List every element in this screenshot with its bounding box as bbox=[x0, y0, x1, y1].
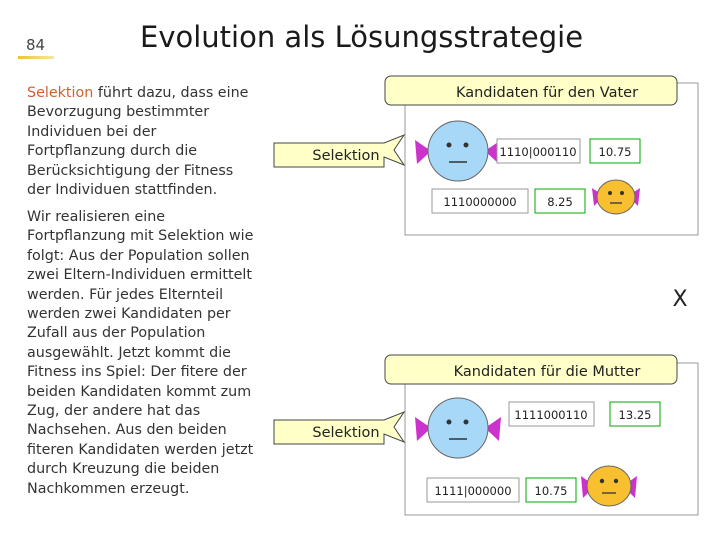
father-candidate1-fitness-box bbox=[589, 138, 641, 164]
mother-candidate2-fitness-box bbox=[525, 477, 577, 503]
mother-candidate2-genome-box bbox=[426, 477, 520, 503]
father-header: Kandidaten für den Vater bbox=[456, 85, 638, 101]
father-candidate2-face-icon bbox=[592, 179, 640, 215]
mother-candidate1-face-icon bbox=[415, 397, 501, 459]
intro-text: führt dazu, dass eine Bevorzugung bestim… bbox=[27, 85, 249, 199]
page-number-underline bbox=[18, 56, 54, 59]
mother-candidate2-fitness: 10.75 bbox=[535, 484, 568, 498]
mother-header-callout bbox=[384, 354, 678, 385]
page-title: Evolution als Lösungsstrategie bbox=[140, 20, 584, 54]
cross-symbol: X bbox=[672, 287, 687, 312]
mother-candidate1-fitness: 13.25 bbox=[619, 408, 652, 422]
father-candidate2-genome: 1110000000 bbox=[443, 195, 516, 209]
mother-selection-callout bbox=[273, 410, 406, 445]
father-candidate1-genome: 1110|000110 bbox=[499, 145, 576, 159]
mother-candidate1-genome: 1111000110 bbox=[514, 408, 587, 422]
mother-header: Kandidaten für die Mutter bbox=[454, 364, 641, 380]
mother-selection-label: Selektion bbox=[312, 425, 379, 441]
mother-candidate1-fitness-box bbox=[609, 401, 661, 427]
father-candidate2-fitness: 8.25 bbox=[547, 195, 573, 209]
father-selection-callout bbox=[273, 133, 406, 168]
page-number: 84 bbox=[26, 36, 46, 54]
mother-candidate2-genome: 1111|000000 bbox=[434, 484, 511, 498]
father-candidate1-genome-box bbox=[496, 138, 581, 164]
father-candidate2-fitness-box bbox=[534, 188, 586, 214]
mother-candidate2-face-icon bbox=[581, 465, 637, 507]
body-paragraph: Wir realisieren eine Fortpflanzung mit S… bbox=[27, 209, 254, 497]
father-header-callout bbox=[384, 75, 678, 106]
father-candidate2-genome-box bbox=[431, 188, 529, 214]
mother-candidate1-genome-box bbox=[508, 401, 595, 427]
father-selection-label: Selektion bbox=[312, 148, 379, 164]
father-candidate1-fitness: 10.75 bbox=[599, 145, 632, 159]
intro-highlight: Selektion bbox=[27, 85, 94, 101]
intro-paragraph: Selektion führt dazu, dass eine Bevorzug… bbox=[27, 84, 257, 200]
father-candidate1-face-icon bbox=[415, 120, 501, 182]
